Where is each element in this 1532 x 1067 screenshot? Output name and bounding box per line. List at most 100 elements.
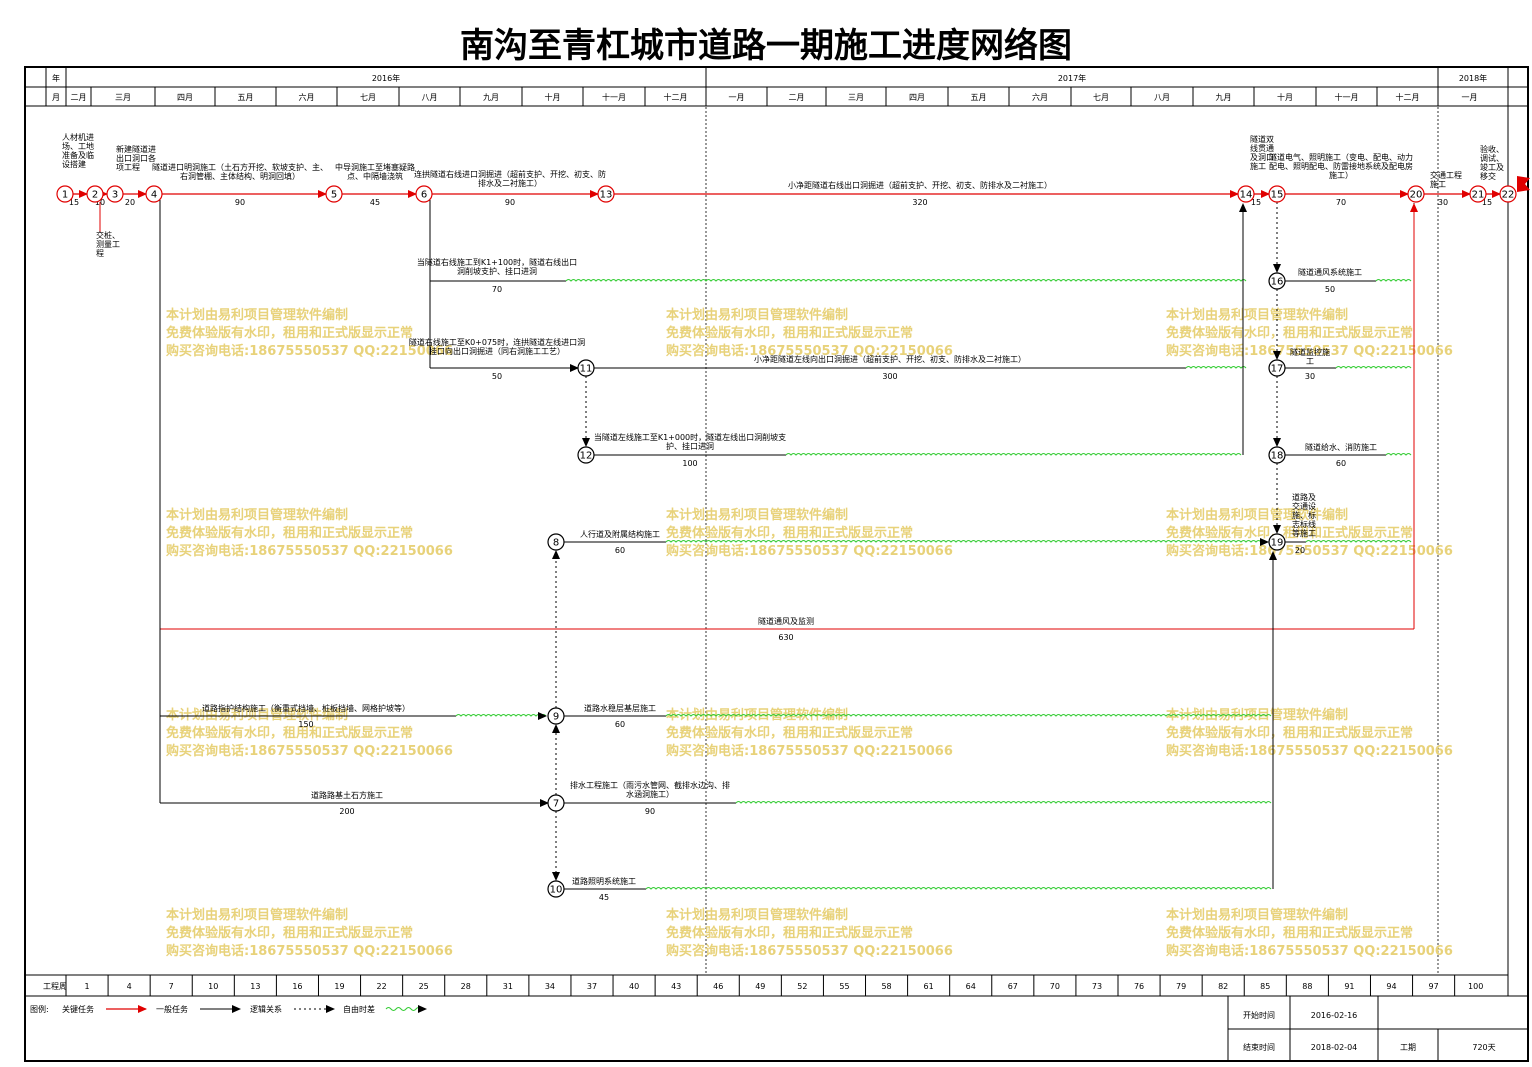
month-label: 二月 (71, 93, 87, 102)
node-circle (1237, 185, 1255, 203)
network-edges (73, 190, 1501, 890)
watermark-line: 本计划由易利项目管理软件编制 (666, 507, 848, 523)
node-circle (547, 794, 565, 812)
week-label: 25 (419, 982, 429, 991)
node-21: 21 (1469, 185, 1487, 203)
year-2018: 2018年 (1459, 73, 1487, 83)
task-duration: 10 (95, 198, 105, 207)
task-name: 调试、 (1480, 153, 1504, 163)
node-number: 7 (553, 799, 559, 810)
node-2: 2 (86, 185, 104, 203)
week-row-label: 工程周 (43, 982, 67, 991)
task-name: 隧道双 (1250, 134, 1274, 144)
node-number: 12 (580, 451, 593, 462)
task-t22: 道路指护结构施工（衡重式挡墙、桩板挡墙、网格护坡等）150 (202, 703, 410, 729)
node-circle (1268, 272, 1286, 290)
week-label: 52 (797, 982, 807, 991)
node-20: 20 (1407, 185, 1425, 203)
month-label: 四月 (909, 93, 925, 102)
node-number: 10 (550, 885, 563, 896)
task-name: 道路水稳层基层施工 (584, 703, 656, 713)
task-name: 移交 (1480, 171, 1496, 181)
task-duration: 15 (1251, 198, 1261, 207)
task-name: 小净距隧道左线向出口洞掘进（超前支护、开挖、初支、防排水及二衬施工） (754, 354, 1026, 364)
week-label: 79 (1176, 982, 1186, 991)
watermark-line: 免费体验版有水印，租用和正式版显示正常 (166, 725, 413, 741)
node-circle (1407, 185, 1425, 203)
node-circle (1268, 446, 1286, 464)
diagram-frame (24, 66, 1529, 1062)
end-value: 2018-02-04 (1311, 1043, 1358, 1052)
month-cells: 二月三月四月五月六月七月八月九月十月十一月十二月一月二月三月四月五月六月七月八月… (71, 87, 1478, 106)
task-name: 场、工地 (62, 141, 94, 151)
month-label: 九月 (1216, 93, 1232, 102)
task-duration: 100 (682, 459, 697, 468)
week-label: 76 (1134, 982, 1144, 991)
legend-logic-label: 逻辑关系 (250, 1004, 282, 1014)
node-circle (415, 185, 433, 203)
node-number: 18 (1271, 451, 1284, 462)
week-label: 22 (377, 982, 387, 991)
node-circle (547, 707, 565, 725)
month-label: 八月 (422, 93, 438, 102)
legend-critical-label: 关键任务 (62, 1004, 94, 1014)
task-labels: 人材机进场、工地准备及临设搭建15交桩、测量工程10新建隧道进出口洞口各项工程2… (62, 132, 1504, 902)
node-7: 7 (547, 794, 565, 812)
watermark-line: 购买咨询电话:18675550537 QQ:22150066 (666, 943, 953, 959)
legend-float-line (385, 1007, 422, 1011)
month-label: 三月 (848, 93, 864, 102)
week-label: 13 (250, 982, 260, 991)
task-name: 配电、照明配电、防雷接地系统及配电房 (1269, 161, 1413, 171)
task-name: 施工） (1329, 170, 1353, 180)
task-name: 洞削坡支护、挂口进洞 (457, 266, 537, 276)
node-circle (577, 359, 595, 377)
task-duration: 630 (778, 633, 793, 642)
task-name: 小净距隧道右线出口洞掘进（超前支护、开挖、初支、防排水及二衬施工） (788, 180, 1052, 190)
node-circle (1469, 185, 1487, 203)
task-name: 交桩、 (96, 230, 120, 240)
month-label: 八月 (1154, 93, 1170, 102)
month-label: 五月 (971, 93, 987, 102)
task-duration: 45 (599, 893, 609, 902)
watermark-line: 本计划由易利项目管理软件编制 (166, 907, 348, 923)
week-label: 28 (461, 982, 471, 991)
month-label: 四月 (177, 93, 193, 102)
week-label: 64 (966, 982, 976, 991)
month-label: 七月 (360, 93, 376, 102)
watermark-line: 免费体验版有水印，租用和正式版显示正常 (166, 925, 413, 941)
task-name: 点、中隔墙浇筑 (347, 171, 403, 181)
month-label: 六月 (299, 92, 315, 102)
task-duration: 150 (298, 720, 313, 729)
week-label: 97 (1429, 982, 1439, 991)
task-name: 出口洞口各 (116, 153, 156, 163)
node-circle (577, 446, 595, 464)
task-name: 人行道及附属结构施工 (580, 529, 660, 539)
start-label: 开始时间 (1243, 1010, 1275, 1020)
node-number: 2 (92, 190, 98, 201)
node-circle (86, 185, 104, 203)
node-19: 19 (1268, 533, 1286, 551)
node-circle (547, 880, 565, 898)
task-duration: 60 (615, 720, 625, 729)
legend-float-arrow (418, 1005, 427, 1013)
task-t6: 连拱隧道右线进口洞掘进（超前支护、开挖、初支、防排水及二衬施工）90 (414, 169, 606, 207)
watermark-line: 免费体验版有水印，租用和正式版显示正常 (666, 725, 913, 741)
node-circle (547, 533, 565, 551)
node-9: 9 (547, 707, 565, 725)
month-row-label: 月 (52, 93, 60, 102)
task-t7: 小净距隧道右线出口洞掘进（超前支护、开挖、初支、防排水及二衬施工）320 (788, 180, 1052, 207)
node-number: 14 (1240, 190, 1253, 201)
task-name: 护、挂口进洞 (666, 441, 714, 451)
page-title: 南沟至青杠城市道路一期施工进度网络图 (460, 26, 1072, 66)
week-label: 40 (629, 982, 639, 991)
task-duration: 45 (370, 198, 380, 207)
node-number: 19 (1271, 538, 1284, 549)
watermark-line: 免费体验版有水印，租用和正式版显示正常 (166, 325, 413, 341)
